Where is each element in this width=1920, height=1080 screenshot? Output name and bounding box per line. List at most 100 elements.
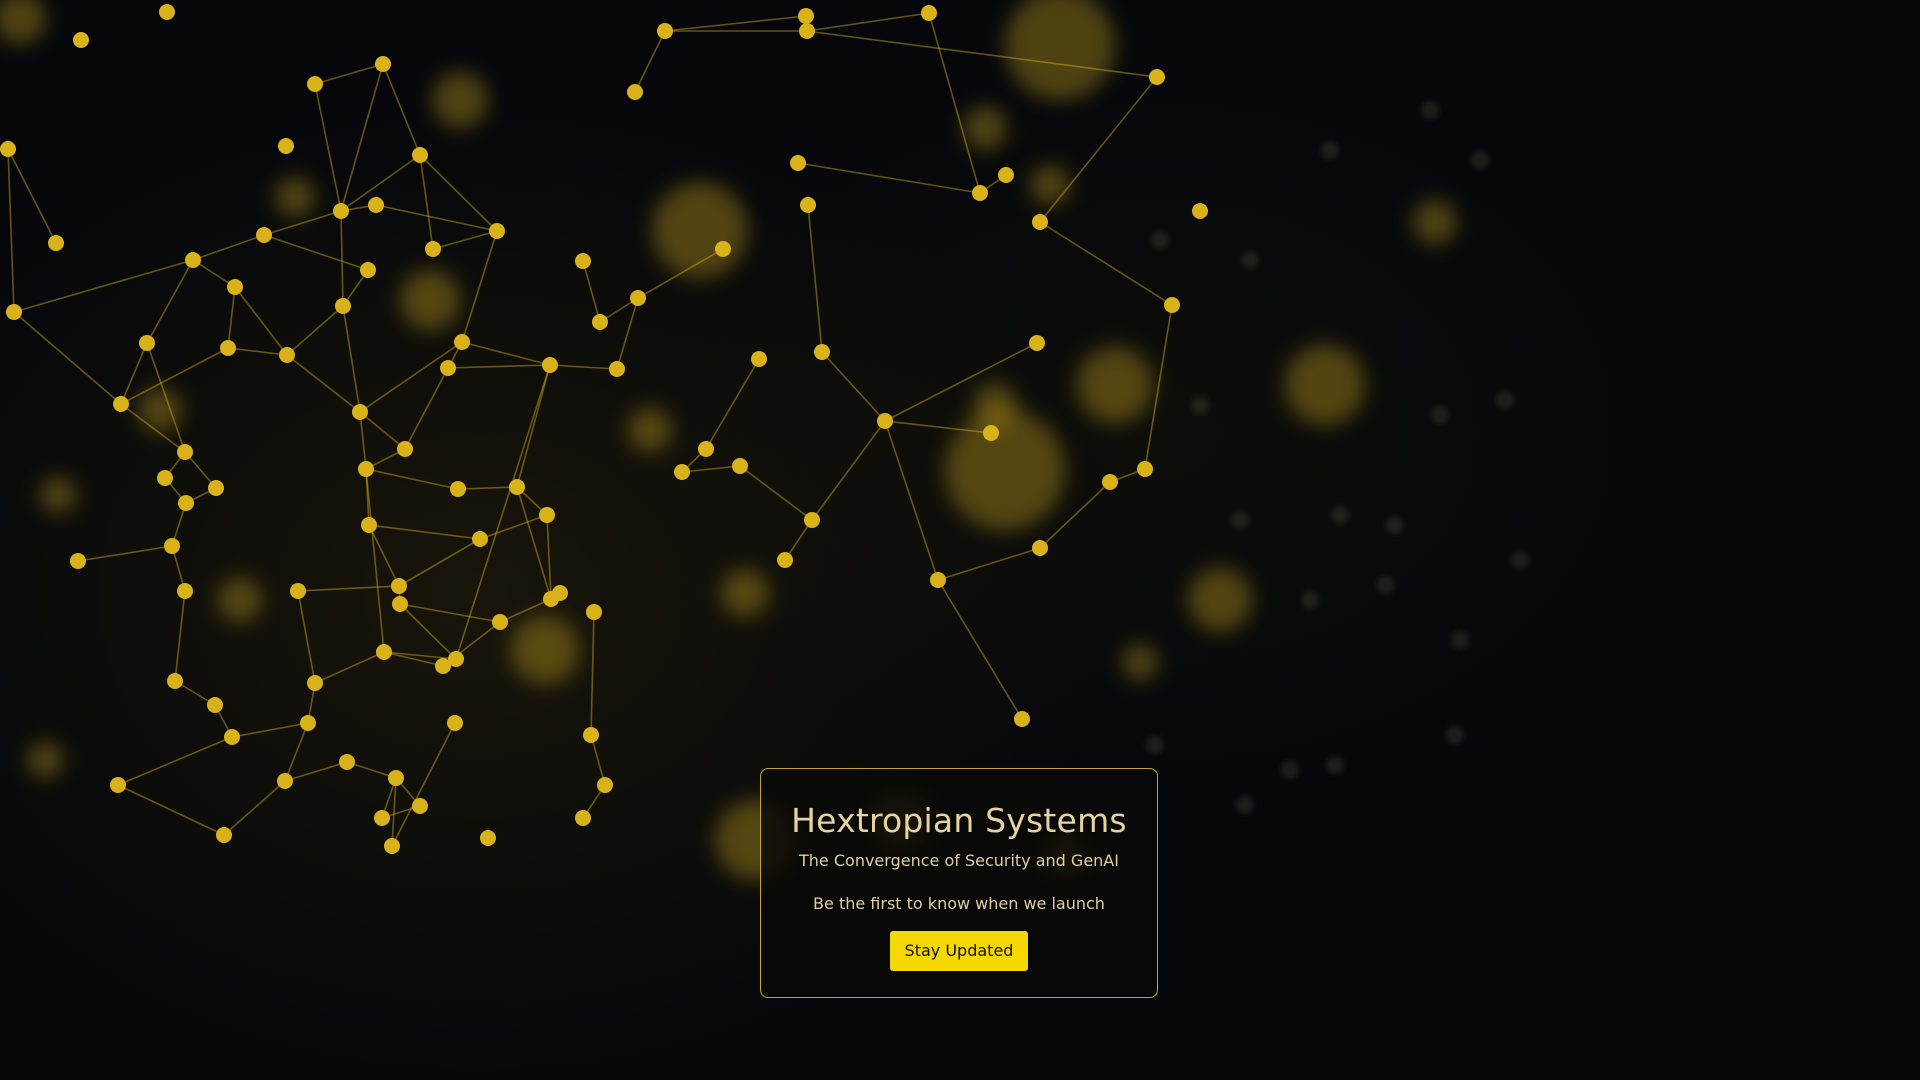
bokeh-light <box>1122 644 1158 680</box>
network-edge <box>391 777 397 847</box>
network-edge <box>120 403 186 453</box>
network-node <box>790 155 806 171</box>
distant-node <box>1301 591 1319 609</box>
network-edge <box>582 260 601 323</box>
network-edge <box>797 162 981 194</box>
network-node <box>208 480 224 496</box>
bokeh-light <box>1413 200 1457 244</box>
network-node <box>48 235 64 251</box>
bokeh-light <box>963 106 1007 150</box>
network-node <box>157 470 173 486</box>
network-node <box>552 585 568 601</box>
network-node <box>435 658 451 674</box>
network-node <box>1032 540 1048 556</box>
network-edge <box>375 204 498 232</box>
bokeh-light <box>400 270 460 330</box>
distant-node <box>1146 736 1164 754</box>
network-edge <box>297 585 400 592</box>
bokeh-light <box>1077 347 1153 423</box>
network-node <box>627 84 643 100</box>
network-edge <box>314 63 384 85</box>
network-node <box>290 583 306 599</box>
bokeh-light <box>0 0 46 44</box>
network-edge <box>234 286 288 356</box>
network-node <box>339 754 355 770</box>
network-edge <box>455 364 551 660</box>
network-edge <box>342 305 361 413</box>
network-edge <box>368 524 481 540</box>
network-node <box>376 644 392 660</box>
network-node <box>388 770 404 786</box>
network-edge <box>616 297 639 370</box>
network-edge <box>146 342 186 453</box>
network-edge <box>399 603 457 660</box>
bokeh-light <box>275 177 315 217</box>
network-node <box>698 441 714 457</box>
page-subtitle: The Convergence of Security and GenAI <box>799 851 1119 871</box>
network-edge <box>359 411 406 450</box>
network-node <box>715 241 731 257</box>
network-edge <box>7 148 57 244</box>
network-edge <box>314 651 385 684</box>
network-edge <box>928 12 981 194</box>
network-edge <box>120 342 148 405</box>
network-node <box>277 773 293 789</box>
network-node <box>921 5 937 21</box>
network-edge <box>1039 221 1173 306</box>
network-node <box>539 507 555 523</box>
network-edge <box>383 651 444 667</box>
distant-node <box>1376 576 1394 594</box>
network-edge <box>13 259 194 313</box>
network-edge <box>340 154 421 212</box>
network-node <box>440 360 456 376</box>
network-edge <box>516 364 551 488</box>
distant-node <box>1386 516 1404 534</box>
network-edge <box>359 341 463 413</box>
network-edge <box>231 722 309 738</box>
network-edge <box>365 468 370 526</box>
bokeh-light <box>1188 568 1252 632</box>
network-edge <box>419 154 498 232</box>
network-node <box>930 572 946 588</box>
bokeh-light <box>27 742 63 778</box>
network-node <box>450 481 466 497</box>
network-edge <box>365 468 459 490</box>
network-node <box>374 810 390 826</box>
network-edge <box>77 545 173 562</box>
network-node <box>224 729 240 745</box>
network-node <box>177 444 193 460</box>
network-node <box>375 56 391 72</box>
network-edge <box>937 579 1023 720</box>
network-edge <box>120 347 229 405</box>
distant-node <box>1331 506 1349 524</box>
network-edge <box>383 651 457 660</box>
network-edge <box>192 259 236 288</box>
network-node <box>799 23 815 39</box>
network-node <box>804 512 820 528</box>
stay-updated-button[interactable]: Stay Updated <box>889 931 1029 972</box>
network-edge <box>784 519 813 561</box>
network-edge <box>382 63 421 156</box>
bokeh-light <box>138 388 182 432</box>
network-edge <box>286 354 361 413</box>
distant-node <box>1281 761 1299 779</box>
bokeh-light <box>40 477 76 513</box>
network-edge <box>227 286 236 349</box>
network-edge <box>461 230 498 343</box>
network-edge <box>884 420 992 434</box>
network-node <box>1029 335 1045 351</box>
network-edge <box>263 210 342 236</box>
network-edge <box>1144 304 1173 470</box>
network-node <box>178 495 194 511</box>
network-edge <box>479 514 548 540</box>
network-edge <box>391 722 456 847</box>
network-edge <box>340 210 344 307</box>
distant-node <box>1496 391 1514 409</box>
network-node <box>1032 214 1048 230</box>
network-edge <box>806 12 930 32</box>
network-node <box>278 138 294 154</box>
network-edge <box>223 780 286 836</box>
network-edge <box>398 538 481 587</box>
network-edge <box>546 514 552 600</box>
